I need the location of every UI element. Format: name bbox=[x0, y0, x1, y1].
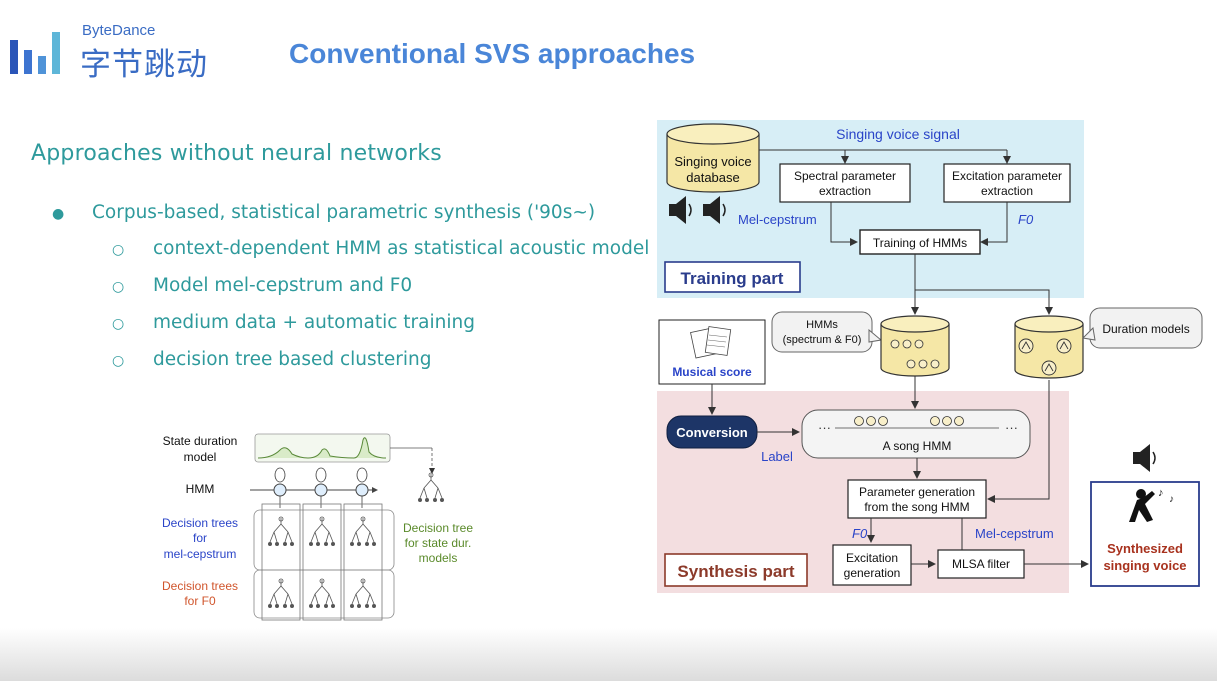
bullet-circle-icon: ○ bbox=[112, 242, 125, 258]
paramgen-label-1: Parameter generation bbox=[859, 485, 975, 499]
mlsa-filter-box bbox=[937, 549, 1025, 579]
section-title: Approaches without neural networks bbox=[31, 141, 442, 166]
excitation-label-1: Excitation parameter bbox=[952, 169, 1062, 183]
synth-label-1: Synthesized bbox=[1107, 541, 1183, 556]
hmm-state bbox=[314, 483, 328, 497]
synthesis-part-box bbox=[664, 553, 808, 587]
svs-block-diagram: Singing voice signal Singing voice datab… bbox=[657, 120, 1203, 593]
f0-bottom-label: F0 bbox=[852, 526, 868, 541]
duration-models-callout bbox=[1089, 307, 1203, 349]
parameter-generation-box bbox=[847, 479, 987, 519]
f0-tree-icon bbox=[308, 578, 336, 609]
state-duration-label-2: model bbox=[184, 450, 217, 464]
decision-tree-diagram: State duration model HMM Decision trees … bbox=[162, 433, 473, 621]
duration-models-label: Duration models bbox=[1102, 322, 1189, 336]
duration-curve bbox=[257, 437, 387, 459]
excgen-label-2: generation bbox=[844, 566, 901, 580]
mel-tree-icon bbox=[267, 516, 295, 547]
f0-label: F0 bbox=[1018, 212, 1034, 227]
slide-title: Conventional SVS approaches bbox=[289, 38, 696, 69]
sub-bullet-text: context-dependent HMM as statistical aco… bbox=[153, 238, 650, 259]
synth-label-2: singing voice bbox=[1103, 558, 1186, 573]
sub-bullet: ○ Model mel-cepstrum and F0 bbox=[112, 275, 412, 296]
spectral-extraction-box bbox=[779, 163, 911, 203]
sub-bullet-text: medium data + automatic training bbox=[153, 312, 475, 333]
musical-score-label: Musical score bbox=[672, 365, 752, 379]
speaker-icon bbox=[703, 196, 726, 224]
singer-icon: ♪ ♪ bbox=[1129, 487, 1174, 522]
speaker-icon bbox=[1133, 444, 1156, 472]
bullet-dot-icon: ● bbox=[52, 206, 65, 222]
excitation-label-2: extraction bbox=[981, 184, 1033, 198]
training-hmms-label: Training of HMMs bbox=[873, 236, 967, 250]
mel-bottom-label: Mel-cepstrum bbox=[975, 526, 1054, 541]
hmms-label-1: HMMs bbox=[806, 319, 838, 331]
spectral-label-2: extraction bbox=[819, 184, 871, 198]
hmm-label: HMM bbox=[186, 482, 215, 496]
svg-text:♪: ♪ bbox=[1158, 487, 1164, 499]
dt-mel-label-1: Decision trees bbox=[162, 516, 238, 530]
dt-f0-label-2: for F0 bbox=[184, 594, 216, 608]
training-hmms-box bbox=[859, 229, 981, 255]
f0-tree-icon bbox=[267, 578, 295, 609]
logo-text-en: ByteDance bbox=[82, 22, 156, 39]
sub-bullet: ○ context-dependent HMM as statistical ac… bbox=[112, 238, 649, 259]
sub-bullet: ○ decision tree based clustering bbox=[112, 349, 432, 370]
hmm-state bbox=[273, 483, 287, 497]
bullet-circle-icon: ○ bbox=[112, 279, 125, 295]
mel-cepstrum-label: Mel-cepstrum bbox=[738, 212, 817, 227]
dt-mel-label-3: mel-cepstrum bbox=[164, 547, 237, 561]
dt-f0-label-1: Decision trees bbox=[162, 579, 238, 593]
svg-text:♪: ♪ bbox=[1169, 494, 1174, 505]
dt-mel-label-2: for bbox=[193, 531, 207, 545]
sheet-music-icon bbox=[690, 326, 732, 359]
bullet-main-text: Corpus-based, statistical parametric syn… bbox=[92, 202, 596, 223]
bullet-circle-icon: ○ bbox=[112, 316, 125, 332]
hmms-callout bbox=[771, 311, 873, 353]
speaker-icon bbox=[669, 196, 692, 224]
spectral-label-1: Spectral parameter bbox=[794, 169, 896, 183]
logo-text-cn: 字节跳动 bbox=[80, 47, 208, 83]
bytedance-logo-icon bbox=[10, 32, 60, 74]
sub-bullet-text: Model mel-cepstrum and F0 bbox=[153, 275, 413, 296]
excitation-extraction-box bbox=[943, 163, 1071, 203]
state-duration-label-1: State duration bbox=[163, 434, 238, 448]
training-part-label: Training part bbox=[681, 269, 784, 288]
sub-bullet: ○ medium data + automatic training bbox=[112, 312, 475, 333]
song-hmm-ellipsis-right: ··· bbox=[1005, 420, 1018, 435]
sub-bullet-text: decision tree based clustering bbox=[153, 349, 432, 370]
f0-tree-icon bbox=[349, 578, 377, 609]
mel-tree-icon bbox=[349, 516, 377, 547]
singing-voice-signal-label: Singing voice signal bbox=[836, 126, 960, 142]
mel-tree-icon bbox=[308, 516, 336, 547]
bullet-main: ● Corpus-based, statistical parametric sy… bbox=[52, 202, 595, 223]
bullet-circle-icon: ○ bbox=[112, 353, 125, 369]
dt-dur-label-2: for state dur. bbox=[405, 536, 472, 550]
bottom-shade bbox=[0, 628, 1217, 681]
conversion-label: Conversion bbox=[676, 425, 748, 440]
hmm-state bbox=[355, 483, 369, 497]
duration-tree-icon bbox=[417, 472, 445, 503]
bytedance-logo: ByteDance 字节跳动 bbox=[8, 22, 228, 83]
db-label-2: database bbox=[686, 170, 740, 185]
hmms-database bbox=[880, 315, 950, 377]
singing-voice-database: Singing voice database bbox=[666, 123, 760, 193]
excitation-generation-box bbox=[832, 544, 912, 586]
training-part-box bbox=[664, 261, 801, 293]
paramgen-label-2: from the song HMM bbox=[864, 500, 969, 514]
db-label-1: Singing voice bbox=[674, 154, 751, 169]
mlsa-label: MLSA filter bbox=[952, 557, 1010, 571]
hmms-label-2: (spectrum & F0) bbox=[783, 334, 862, 346]
synthesis-part-label: Synthesis part bbox=[677, 562, 794, 581]
duration-models-database bbox=[1014, 315, 1084, 379]
song-hmm-label: A song HMM bbox=[883, 439, 952, 453]
dt-dur-label-1: Decision tree bbox=[403, 521, 473, 535]
song-hmm-ellipsis-left: ··· bbox=[818, 420, 831, 435]
excgen-label-1: Excitation bbox=[846, 551, 898, 565]
dt-dur-label-3: models bbox=[419, 551, 458, 565]
label-label: Label bbox=[761, 449, 793, 464]
